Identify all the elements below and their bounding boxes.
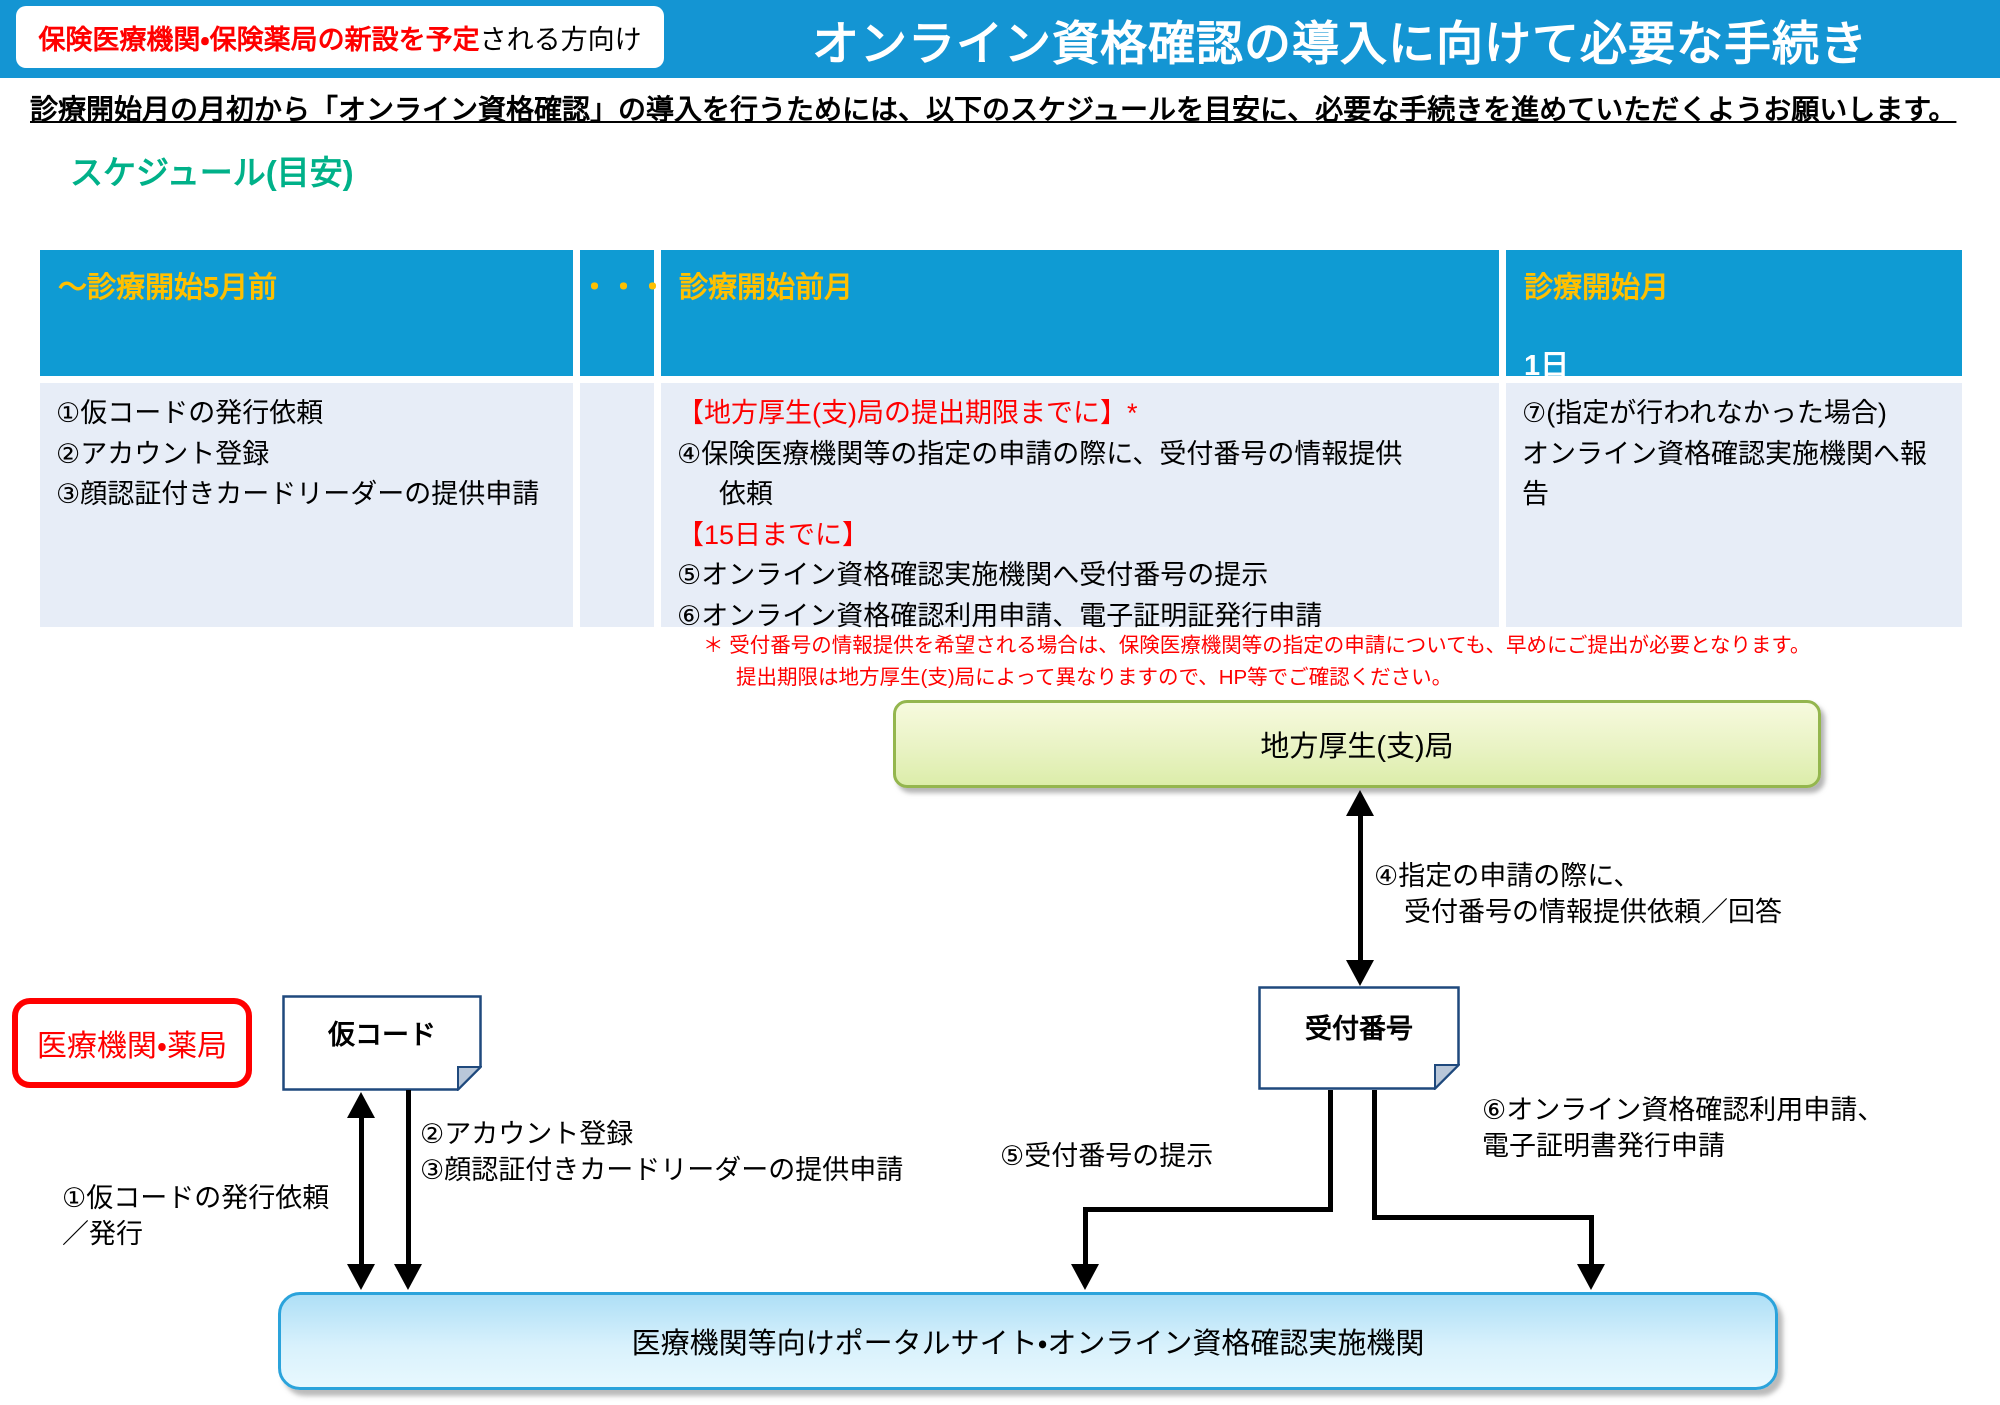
arrow-up-head: [347, 1092, 375, 1118]
arrow-down-head: [394, 1264, 422, 1290]
intro-text: 診療開始月の月初から「オンライン資格確認」の導入を行うためには、以下のスケジュー…: [30, 94, 1957, 125]
label-step-4-line2: 受付番号の情報提供依頼／回答: [1404, 897, 1782, 928]
arrow-shaft: [358, 1114, 364, 1268]
reception-number-box: 受付番号: [1258, 986, 1460, 1090]
footnote-marker: ＊: [703, 634, 724, 657]
cell-prev-month: 【地方厚生(支)局の提出期限までに】* ④保険医療機関等の指定の申請の際に、受付…: [661, 383, 1499, 631]
step-4-line1: ④保険医療機関等の指定の申請の際に、受付番号の情報提供: [677, 438, 1403, 469]
arrow-shaft: [1357, 812, 1363, 964]
label-steps-2-3: ②アカウント登録 ③顔認証付きカードリーダーの提供申請: [420, 1116, 903, 1189]
arrow-account-portal: [394, 1090, 422, 1290]
audience-badge-highlight: 保険医療機関・保険薬局の新設を予定: [38, 24, 480, 55]
step-3: ③顔認証付きカードリーダーの提供申請: [56, 479, 540, 509]
footnote: ＊ 受付番号の情報提供を希望される場合は、保険医療機関等の指定の申請についても、…: [703, 630, 1998, 694]
step-2: ②アカウント登録: [56, 438, 270, 469]
schedule-heading: スケジュール(目安): [70, 154, 354, 191]
reception-number-label: 受付番号: [1305, 1014, 1413, 1045]
label-step-1-line1: ①仮コードの発行依頼: [62, 1183, 330, 1213]
temp-code-box: 仮コード: [282, 995, 482, 1091]
label-step-1: ①仮コードの発行依頼 ／発行: [62, 1180, 329, 1253]
deadline-kosei-bureau: 【地方厚生(支)局の提出期限までに】*: [677, 398, 1138, 428]
step-7-line1: ⑦(指定が行われなかった場合): [1522, 398, 1887, 428]
column-header-before-5-months: 〜診療開始5月前: [40, 250, 573, 376]
arrow-shaft: [405, 1090, 411, 1268]
footnote-line1-text: 受付番号の情報提供を希望される場合は、保険医療機関等の指定の申請についても、早め…: [729, 634, 1811, 657]
note-shape: [1258, 986, 1460, 1090]
label-step-5: ⑤受付番号の提示: [1000, 1141, 1214, 1171]
label-step-6-line2: 電子証明書発行申請: [1482, 1131, 1725, 1162]
arrow-step6-segment: [1589, 1215, 1594, 1267]
step-1: ①仮コードの発行依頼: [56, 398, 324, 428]
arrow-step5-segment: [1083, 1207, 1088, 1267]
arrow-down-head: [1346, 960, 1374, 986]
title-banner: 保険医療機関・保険薬局の新設を予定される方向け オンライン資格確認の導入に向けて…: [0, 0, 2000, 78]
step-5: ⑤オンライン資格確認実施機関へ受付番号の提示: [677, 560, 1269, 590]
label-step-6-line1: ⑥オンライン資格確認利用申請、: [1482, 1095, 1885, 1125]
step-4-line2: 依頼: [719, 479, 773, 509]
audience-badge-suffix: される方向け: [479, 24, 642, 55]
label-step-4-line1: ④指定の申請の際に、: [1374, 861, 1641, 891]
arrow-step6-segment: [1372, 1215, 1594, 1220]
column-header-start-month-label: 診療開始月: [1524, 272, 1670, 304]
schedule-table: 〜診療開始5月前 ・・・ 診療開始前月 診療開始月 1日 ①仮コードの発行依頼 …: [40, 250, 1962, 631]
step-6: ⑥オンライン資格確認利用申請、電子証明証発行申請: [677, 600, 1323, 631]
arrow-tempcode-portal: [347, 1092, 375, 1290]
label-step-3: ③顔認証付きカードリーダーの提供申請: [420, 1155, 904, 1186]
step-7-line2: オンライン資格確認実施機関へ報告: [1522, 438, 1927, 510]
note-shape: [282, 995, 482, 1091]
column-header-start-month-day: 1日: [1524, 350, 1570, 382]
arrow-step5-head: [1071, 1264, 1099, 1290]
arrow-step5-segment: [1328, 1090, 1333, 1212]
cell-start-month: ⑦(指定が行われなかった場合) オンライン資格確認実施機関へ報告: [1506, 383, 1962, 627]
arrow-step5-segment: [1083, 1207, 1333, 1212]
arrow-step6-head: [1577, 1264, 1605, 1290]
cell-before-5-months: ①仮コードの発行依頼 ②アカウント登録 ③顔認証付きカードリーダーの提供申請: [40, 383, 573, 627]
arrow-step6-segment: [1372, 1090, 1377, 1220]
column-header-start-month: 診療開始月 1日: [1506, 250, 1962, 382]
arrow-kosei-reception: [1346, 790, 1374, 986]
medical-pharmacy-box: 医療機関・薬局: [12, 998, 252, 1088]
column-header-prev-month: 診療開始前月: [661, 250, 1499, 376]
footnote-line1: ＊ 受付番号の情報提供を希望される場合は、保険医療機関等の指定の申請についても、…: [703, 630, 1998, 662]
footnote-line2: 提出期限は地方厚生(支)局によって異なりますので、HP等でご確認ください。: [736, 665, 1453, 689]
column-header-dots: ・・・: [580, 250, 667, 376]
label-step-6: ⑥オンライン資格確認利用申請、 電子証明書発行申請: [1482, 1092, 1884, 1165]
cell-dots: [580, 383, 654, 627]
arrow-up-head: [1346, 790, 1374, 816]
page-title: オンライン資格確認の導入に向けて必要な手続き: [812, 16, 1868, 70]
kosei-bureau-box: 地方厚生(支)局: [893, 700, 1821, 788]
label-step-4: ④指定の申請の際に、 受付番号の情報提供依頼／回答: [1374, 858, 1782, 931]
audience-badge: 保険医療機関・保険薬局の新設を予定される方向け: [16, 6, 664, 68]
portal-box: 医療機関等向けポータルサイト・オンライン資格確認実施機関: [278, 1292, 1778, 1390]
deadline-15th: 【15日までに】: [677, 519, 870, 550]
label-step-2: ②アカウント登録: [420, 1119, 634, 1149]
arrow-down-head: [347, 1264, 375, 1290]
label-step-1-line2: ／発行: [62, 1219, 143, 1250]
temp-code-label: 仮コード: [328, 1019, 436, 1050]
